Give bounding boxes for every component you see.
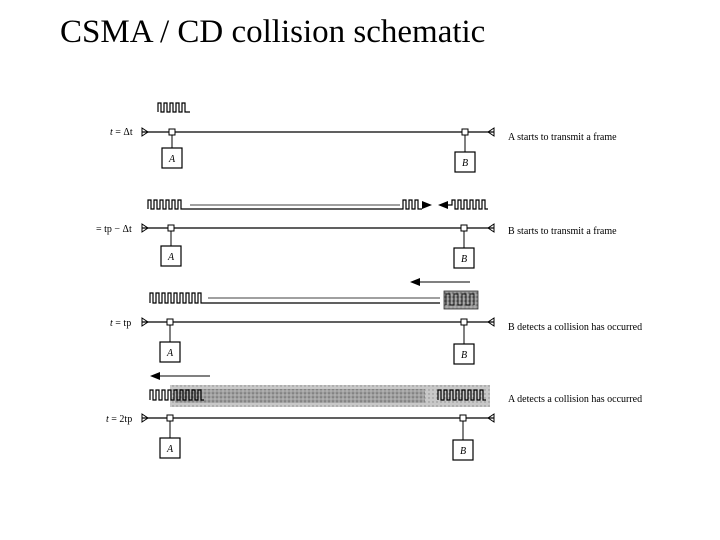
panel-1: A B t = Δt A starts to transmit a frame (110, 102, 617, 173)
station-b-label: B (462, 158, 468, 169)
tap-b (460, 318, 468, 326)
station-a-label: A (168, 154, 176, 165)
station-b-label: B (460, 446, 466, 457)
station-a-box (159, 341, 181, 363)
signal-a-pulses (149, 292, 440, 304)
signal-a-front (400, 199, 422, 210)
panel-description: A starts to transmit a frame (508, 132, 617, 143)
bus-left-terminator (141, 223, 149, 233)
time-label: t = 2tp (106, 414, 132, 425)
station-a-box (159, 437, 181, 459)
bus-left-terminator (141, 413, 149, 423)
time-label: t = Δt (110, 127, 133, 138)
bus-left-terminator (141, 127, 149, 137)
panel-2: A B = tp − Δt B starts to transmit a fra… (96, 199, 617, 269)
bus-right-terminator (487, 317, 495, 327)
panel-4: A B t = 2tp A detects a collision has oc… (106, 372, 642, 461)
station-a-label: A (166, 444, 174, 455)
panel-3: A B t = tp B detects a collision has occ… (110, 278, 642, 365)
tap-a (168, 128, 176, 136)
tap-b (460, 224, 468, 232)
panel-description: B starts to transmit a frame (508, 226, 617, 237)
slide-title: CSMA / CD collision schematic (60, 14, 486, 50)
station-b-box (453, 247, 475, 269)
station-a-label: A (167, 252, 175, 263)
bus-right-terminator (487, 127, 495, 137)
signal-b-pulses (448, 199, 488, 210)
bus-right-terminator (487, 223, 495, 233)
station-a-box (160, 245, 182, 267)
panel-description: B detects a collision has occurred (508, 322, 642, 333)
tap-a (167, 224, 175, 232)
bus-left-terminator (141, 317, 149, 327)
arrow-left (150, 372, 160, 380)
arrow-right (422, 201, 432, 209)
station-a-label: A (166, 348, 174, 359)
station-b-box (452, 439, 474, 461)
signal-b-pulses (437, 389, 486, 401)
arrow-left (438, 201, 448, 209)
tap-a (166, 414, 174, 422)
arrow-left (410, 278, 420, 286)
time-label: = tp − Δt (96, 224, 132, 235)
tap-b (459, 414, 467, 422)
time-label: t = tp (110, 318, 131, 329)
station-a-box (161, 147, 183, 169)
tap-b (461, 128, 469, 136)
tap-a (166, 318, 174, 326)
station-b-label: B (461, 350, 467, 361)
station-b-box (453, 343, 475, 365)
bus-right-terminator (487, 413, 495, 423)
station-b-label: B (461, 254, 467, 265)
signal-a-pulses (149, 389, 204, 401)
station-b-box (454, 151, 476, 173)
signal-a-pulses (157, 102, 190, 113)
signal-a-pulses (147, 199, 400, 210)
panel-description: A detects a collision has occurred (508, 394, 642, 405)
